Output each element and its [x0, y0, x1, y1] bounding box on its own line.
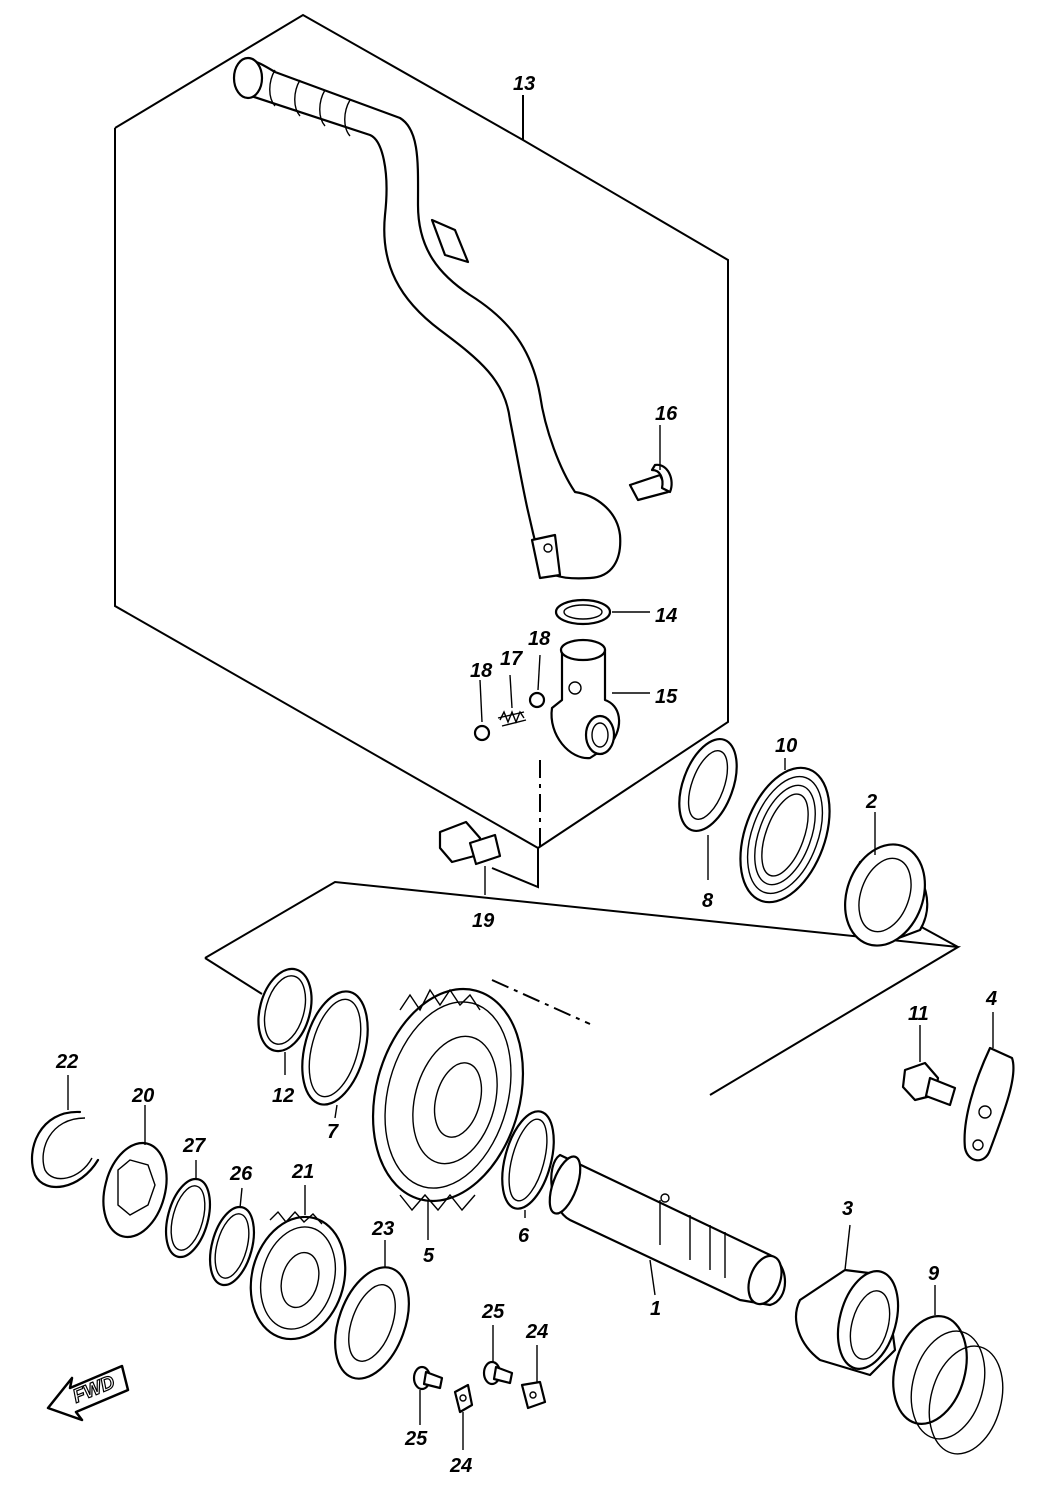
bolt-part-16 — [628, 463, 673, 502]
ball-part-18 — [473, 691, 546, 742]
kick-drive-gear-part-5 — [371, 987, 525, 1212]
upper-group-outline — [114, 13, 729, 889]
idle-gear-part-21 — [249, 1210, 347, 1341]
screw-part-25-left — [412, 1365, 444, 1391]
washer-part-14 — [554, 598, 612, 626]
callout-19: 19 — [472, 910, 495, 932]
bolt-part-11 — [901, 1061, 957, 1107]
callout-2: 2 — [865, 791, 877, 813]
kick-boss-part-15 — [550, 638, 621, 760]
callout-27: 27 — [182, 1135, 206, 1157]
callout-6: 6 — [518, 1225, 530, 1247]
callout-18-left: 18 — [470, 660, 493, 682]
callout-8: 8 — [702, 890, 714, 912]
plate-part-23 — [334, 1266, 410, 1380]
spring-part-9 — [892, 1315, 1004, 1455]
callout-25-right: 25 — [481, 1301, 505, 1323]
guide-plate-part-4 — [963, 1046, 1015, 1162]
callout-1: 1 — [650, 1298, 661, 1320]
callout-23: 23 — [371, 1218, 394, 1240]
kick-lever-part-13 — [232, 56, 622, 580]
callout-3: 3 — [842, 1198, 853, 1220]
bolt-part-19 — [438, 820, 502, 866]
callout-26: 26 — [229, 1163, 253, 1185]
callout-14: 14 — [655, 605, 677, 627]
callout-15: 15 — [655, 686, 678, 708]
spring-guide-part-2 — [844, 843, 929, 947]
callout-4: 4 — [985, 988, 997, 1010]
callout-13: 13 — [513, 73, 535, 95]
callout-17: 17 — [500, 648, 523, 670]
callout-labels: 13 16 14 18 17 18 15 10 2 8 19 4 11 22 2… — [55, 73, 997, 1477]
spring-part-17 — [497, 710, 527, 727]
callout-20: 20 — [131, 1085, 154, 1107]
callout-10: 10 — [775, 735, 797, 757]
callout-7: 7 — [327, 1121, 339, 1143]
callout-22: 22 — [55, 1051, 78, 1073]
callout-24-left: 24 — [449, 1455, 472, 1477]
circlip-part-12 — [257, 967, 313, 1053]
callout-16: 16 — [655, 403, 678, 425]
callout-12: 12 — [272, 1085, 294, 1107]
washer-part-24-right — [520, 1380, 547, 1410]
washer-part-24-left — [453, 1383, 474, 1414]
kickstarter-shaft-part-1 — [548, 1153, 786, 1307]
ratchet-part-3 — [795, 1268, 900, 1377]
circlip-part-22 — [30, 1110, 100, 1189]
washer-part-7 — [301, 990, 369, 1106]
callout-18-right: 18 — [528, 628, 551, 650]
leader-lines — [67, 425, 994, 1450]
callout-5: 5 — [423, 1245, 435, 1267]
washer-part-26 — [208, 1205, 256, 1287]
fwd-arrow: FWD — [46, 1364, 130, 1422]
callout-11: 11 — [908, 1003, 929, 1025]
callout-9: 9 — [928, 1263, 940, 1285]
callout-24-right: 24 — [525, 1321, 548, 1343]
washer-part-27 — [164, 1177, 212, 1259]
ratchet-plate-part-20 — [102, 1141, 168, 1239]
kick-spring-part-10 — [739, 766, 831, 904]
oil-seal-part-8 — [678, 737, 738, 833]
fwd-arrow-icon — [46, 1364, 130, 1422]
callout-25-left: 25 — [404, 1428, 428, 1450]
screw-part-25-right — [482, 1360, 514, 1386]
callout-21: 21 — [291, 1161, 314, 1183]
washer-part-6 — [501, 1110, 555, 1210]
